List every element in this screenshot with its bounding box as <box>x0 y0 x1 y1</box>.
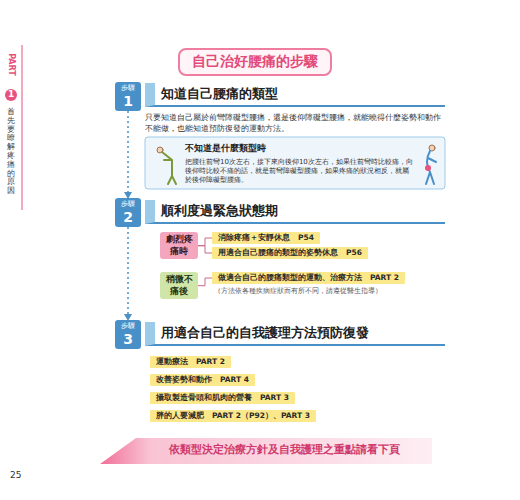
step-badge: 步驟3 <box>115 320 141 349</box>
step-badge: 步驟1 <box>115 82 141 111</box>
bending-figure <box>157 147 176 184</box>
node-text: 稍微不痛後 <box>164 274 194 297</box>
node-text: 用適合自己的自我護理方法預防復發 <box>145 322 445 346</box>
next-page-band: 依類型決定治療方針及自我護理之重點請看下頁 <box>136 438 432 461</box>
connector <box>198 238 212 246</box>
part-circle <box>5 89 17 101</box>
node-body: 只要知道自己屬於前彎障礙型腰痛，還是後仰障礙型腰痛，就能曉得什麼姿勢和動作不能做… <box>145 112 445 134</box>
node-text: 消除疼痛＋安靜休息 P54 <box>218 233 314 243</box>
part-number: 1 <box>8 89 14 99</box>
node-body: 把腰往前彎10次左右，接下來向後仰10次左右，如果往前彎時比較痛，向後仰時比較不… <box>185 158 413 185</box>
part-label: PART <box>7 53 16 76</box>
connector <box>198 278 212 286</box>
action-band: 用適合自己腰痛的類型的姿勢休息 P56 <box>212 247 368 259</box>
step-heading: 知道自己腰痛的類型只要知道自己屬於前彎障礙型腰痛，還是後仰障礙型腰痛，就能曉得什… <box>145 83 445 134</box>
part-subtitle: 首先要瞭解疼痛的原因 <box>7 108 15 196</box>
node-text: 改善姿勢和動作 PART 4 <box>156 375 249 385</box>
action-band: 做適合自己的腰痛類型的運動、治療方法 PART 2 <box>212 272 405 284</box>
arching-figure <box>425 145 436 184</box>
action-band: 攝取製造骨頭和肌肉的營養 PART 3 <box>150 392 295 404</box>
step-heading: 順利度過緊急狀態期 <box>145 200 445 224</box>
node-body: 1 <box>115 93 141 109</box>
node-text: 攝取製造骨頭和肌肉的營養 PART 3 <box>156 393 289 403</box>
action-band: 胖的人要減肥 PART 2（P92）、PART 3 <box>150 410 316 422</box>
node-text: 知道自己腰痛的類型 <box>145 83 445 107</box>
node-text: 步驟 <box>115 84 141 93</box>
bottom-arrow-band <box>100 438 432 464</box>
node-text: 不知道是什麼類型時 <box>185 142 413 155</box>
connector <box>198 246 212 253</box>
node-text: 做適合自己的腰痛類型的運動、治療方法 PART 2 <box>218 273 399 283</box>
step-badge: 步驟2 <box>115 198 141 227</box>
node-text: 運動療法 PART 2 <box>156 357 225 367</box>
note: （方法依各種疾病症狀而有所不同，請遵從醫生指導） <box>214 287 382 296</box>
node-body: 2 <box>115 209 141 225</box>
side-rule <box>22 45 23 210</box>
node-text: 依類型決定治療方針及自我護理之重點請看下頁 <box>136 442 432 457</box>
hint-box: 不知道是什麼類型時把腰往前彎10次左右，接下來向後仰10次左右，如果往前彎時比較… <box>145 137 445 190</box>
condition-box: 劇烈疼痛時 <box>160 232 198 259</box>
node-body: 3 <box>115 331 141 347</box>
action-band: 消除疼痛＋安靜休息 P54 <box>212 232 320 244</box>
connector <box>127 227 129 320</box>
node-text: 步驟 <box>115 322 141 331</box>
inner-box-ground <box>145 137 445 189</box>
action-band: 運動療法 PART 2 <box>150 356 231 368</box>
action-band: 改善姿勢和動作 PART 4 <box>150 374 255 386</box>
connector <box>127 111 129 198</box>
condition-box: 稍微不痛後 <box>160 272 198 299</box>
step-heading: 用適合自己的自我護理方法預防復發 <box>145 322 445 346</box>
page-number: 25 <box>10 470 21 480</box>
node-text: 順利度過緊急狀態期 <box>145 200 445 224</box>
node-text: 步驟 <box>115 200 141 209</box>
node-text: 用適合自己腰痛的類型的姿勢休息 P56 <box>218 248 362 258</box>
node-text: 胖的人要減肥 PART 2（P92）、PART 3 <box>156 411 310 421</box>
title-box: 自己治好腰痛的步驟 <box>178 48 332 76</box>
node-text: 劇烈疼痛時 <box>164 234 194 257</box>
node-text: 自己治好腰痛的步驟 <box>192 53 318 71</box>
